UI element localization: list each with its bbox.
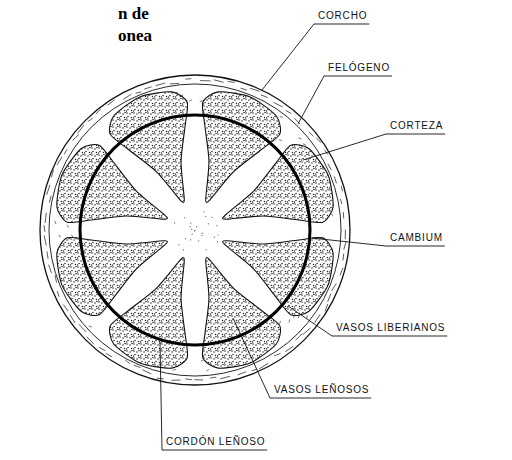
part-label: FELÓGENO [328,62,390,74]
title-fragment: n de [118,4,149,24]
phellogen-ring [49,84,341,376]
part-label: VASOS LEÑOSOS [274,384,369,396]
part-label: CORTEZA [390,120,443,132]
part-label: VASOS LIBERIANOS [336,322,445,334]
cork-outline [40,75,350,385]
leader-line [298,76,392,124]
cortex-texture [55,92,333,371]
part-label: CAMBIUM [390,232,443,244]
leader-line [262,24,369,90]
cambium-ring [80,115,310,345]
part-label: CORDÓN LEÑOSO [166,436,265,448]
leader-line [288,306,447,336]
part-label: CORCHO [318,10,367,22]
vascular-bundle [57,237,168,315]
leader-line [160,342,267,450]
pith-texture [174,211,219,250]
vascular-bundle [202,258,280,369]
leader-lines [160,24,447,450]
vascular-bundle [109,92,187,203]
title-fragment: onea [118,26,152,46]
cork-texture [44,79,346,381]
leader-line [303,134,445,160]
